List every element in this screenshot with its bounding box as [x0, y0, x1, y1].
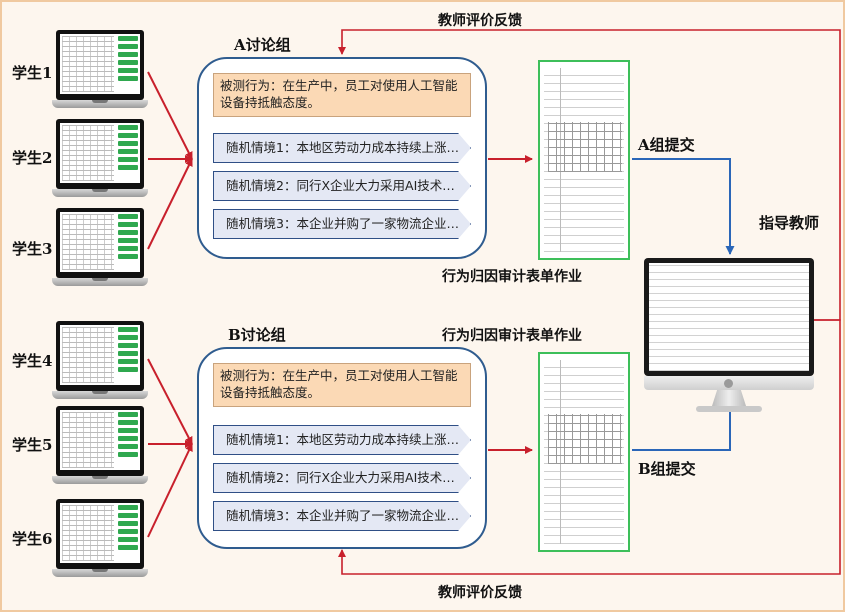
- laptop-icon: [52, 30, 148, 116]
- student-label-3: 学生3: [12, 240, 53, 258]
- group-b-title: B讨论组: [228, 326, 286, 344]
- group-a-scenario-3: 随机情境3：本企业并购了一家物流企业…: [213, 209, 471, 239]
- feedback-label-bottom: 教师评价反馈: [438, 585, 522, 601]
- arrow-student1-to-group-a: [147, 71, 193, 160]
- group-b-scenario-3: 随机情境3：本企业并购了一家物流企业…: [213, 501, 471, 531]
- feedback-label-top: 教师评价反馈: [438, 13, 522, 29]
- group-a-box: 被测行为：在生产中，员工对使用人工智能设备持抵触态度。 随机情境1：本地区劳动力…: [197, 57, 487, 259]
- laptop-icon: [52, 406, 148, 492]
- form-label-a: 行为归因审计表单作业: [442, 269, 582, 285]
- student-label-6: 学生6: [12, 530, 53, 548]
- student-label-2: 学生2: [12, 149, 53, 167]
- arrow-form-a-to-instructor: [632, 158, 735, 255]
- group-b-scenario-2: 随机情境2：同行X企业大力采用AI技术…: [213, 463, 471, 493]
- laptop-icon: [52, 499, 148, 585]
- laptop-icon: [52, 321, 148, 407]
- form-document-b: [538, 352, 630, 552]
- arrow-student4-to-group-b: [147, 358, 193, 445]
- laptop-icon: [52, 208, 148, 294]
- group-b-box: 被测行为：在生产中，员工对使用人工智能设备持抵触态度。 随机情境1：本地区劳动力…: [197, 347, 487, 549]
- group-a-title: A讨论组: [234, 36, 291, 54]
- form-label-b: 行为归因审计表单作业: [442, 328, 582, 344]
- group-b-submit-label: B组提交: [638, 460, 696, 478]
- group-a-submit-label: A组提交: [638, 136, 695, 154]
- student-label-1: 学生1: [12, 64, 53, 82]
- student-label-4: 学生4: [12, 352, 53, 370]
- form-document-a: [538, 60, 630, 260]
- group-b-scenario-1: 随机情境1：本地区劳动力成本持续上涨…: [213, 425, 471, 455]
- group-a-scenario-1: 随机情境1：本地区劳动力成本持续上涨…: [213, 133, 471, 163]
- monitor-icon: [644, 258, 814, 414]
- student-label-5: 学生5: [12, 436, 53, 454]
- group-b-behavior: 被测行为：在生产中，员工对使用人工智能设备持抵触态度。: [213, 363, 471, 407]
- arrow-feedback-to-group-b: [338, 319, 841, 575]
- instructor-label: 指导教师: [759, 214, 820, 232]
- group-a-behavior: 被测行为：在生产中，员工对使用人工智能设备持抵触态度。: [213, 73, 471, 117]
- arrow-student6-to-group-b: [147, 443, 193, 538]
- group-a-scenario-2: 随机情境2：同行X企业大力采用AI技术…: [213, 171, 471, 201]
- laptop-icon: [52, 119, 148, 205]
- arrow-student3-to-group-a: [147, 158, 193, 250]
